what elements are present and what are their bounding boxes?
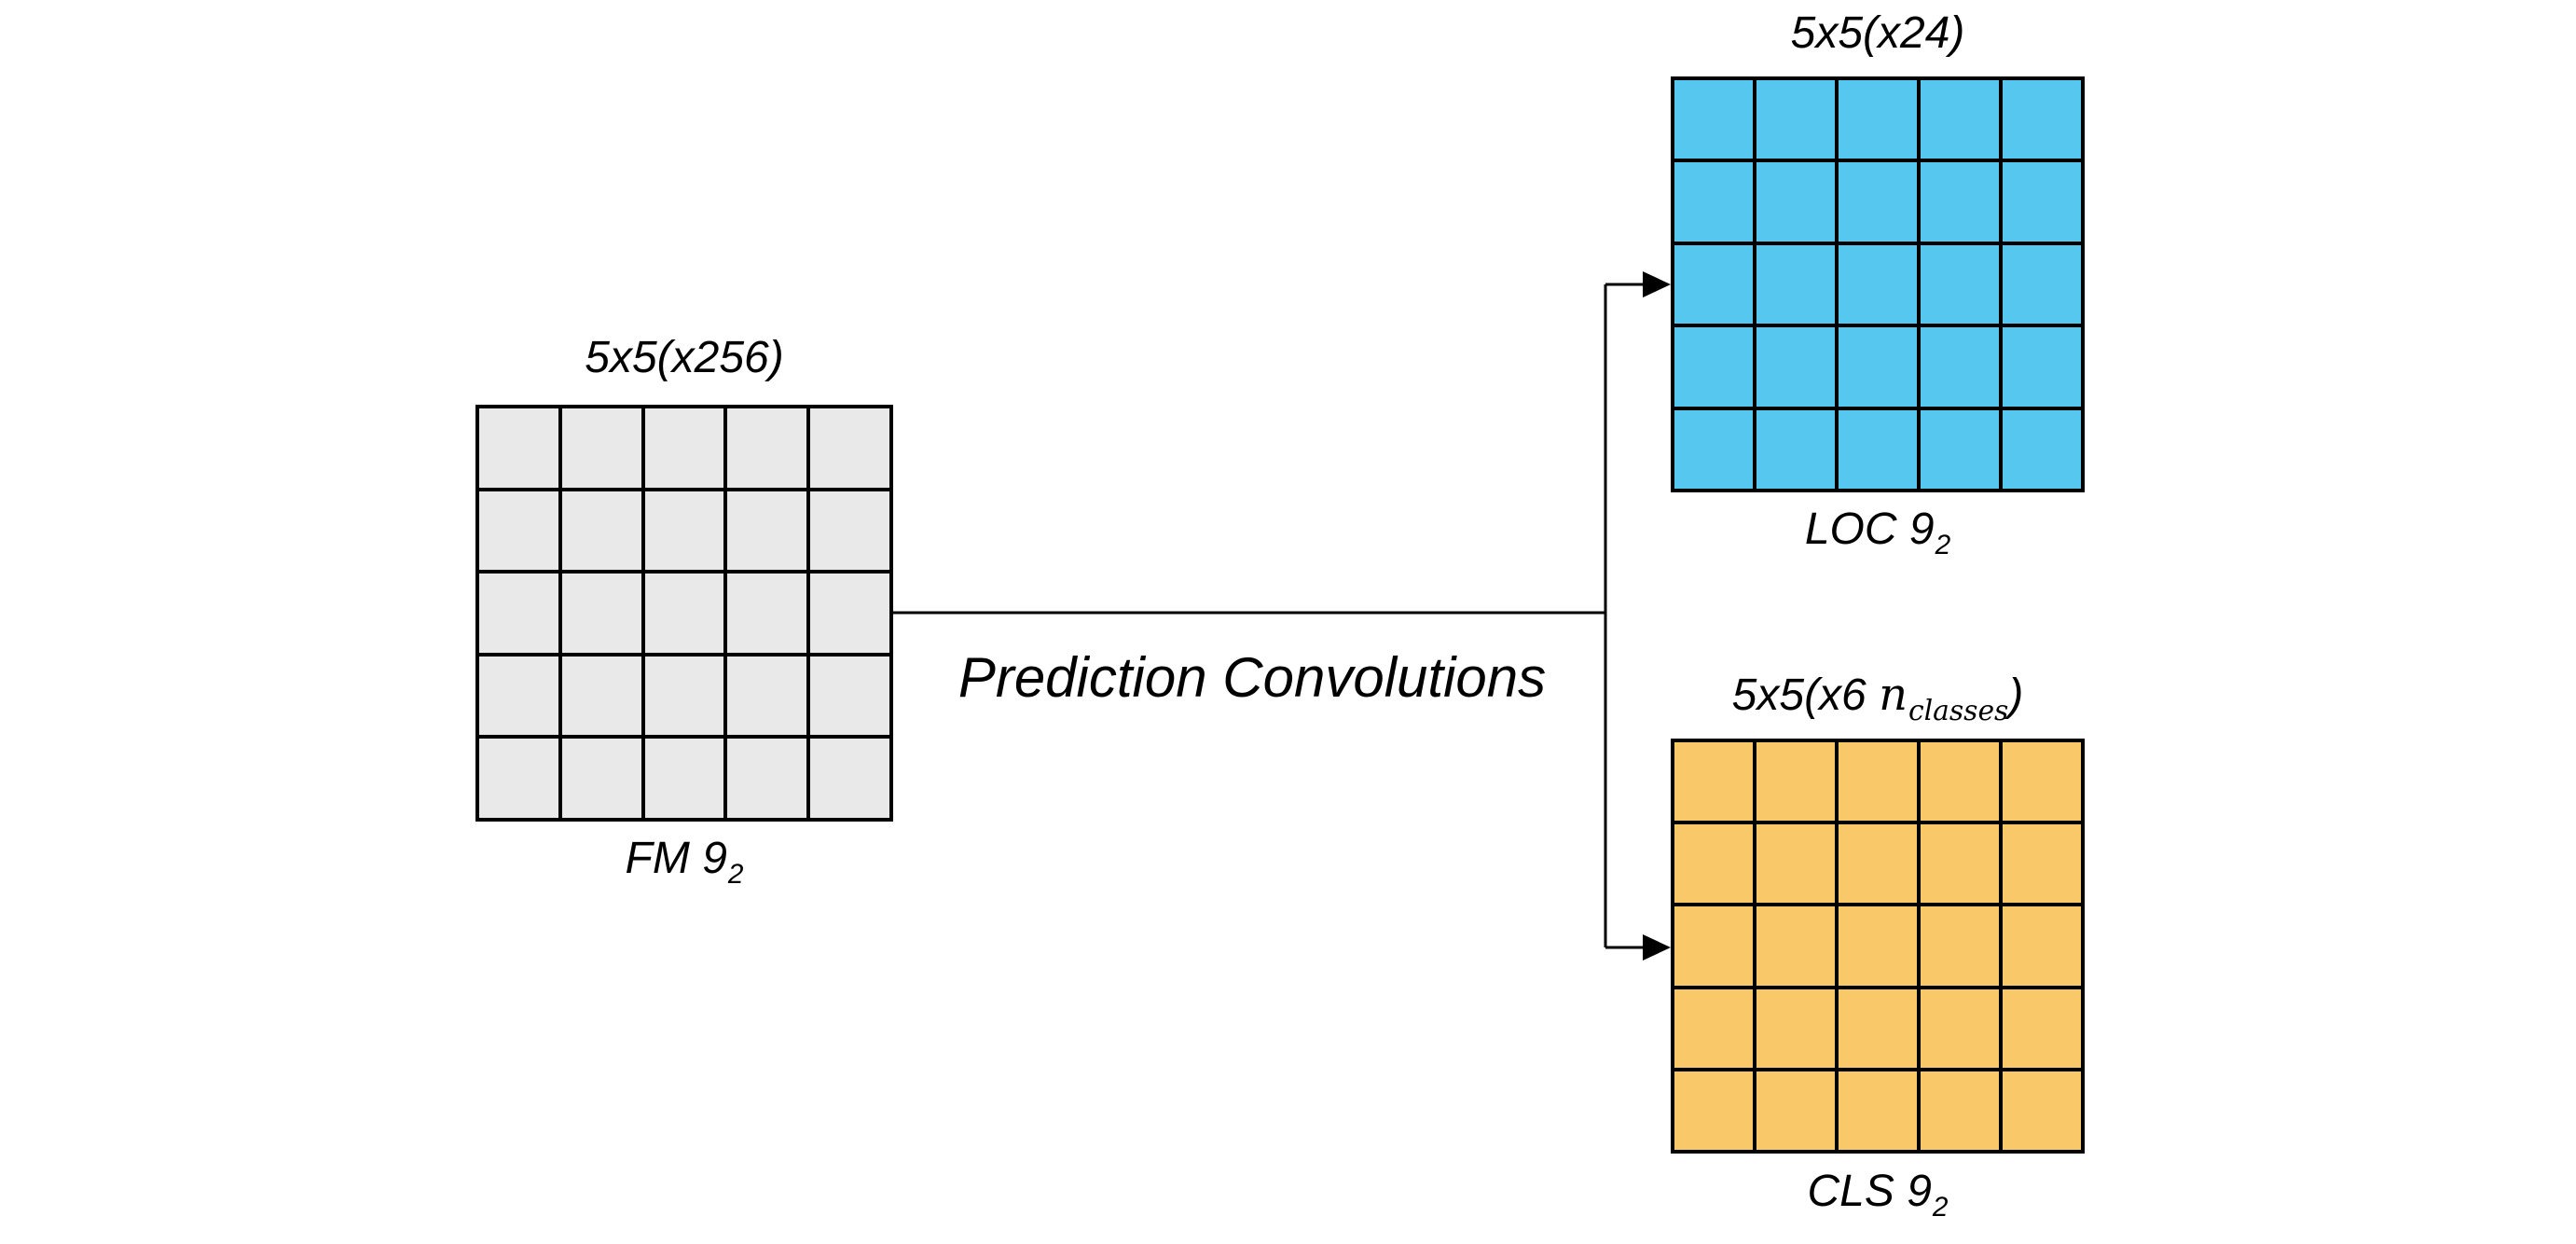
- grid-cell: [1756, 409, 1835, 489]
- cls-top-label-prefix: 5x5(x6: [1731, 670, 1880, 720]
- grid-cell: [1921, 988, 1999, 1068]
- grid-cell: [1674, 162, 1753, 242]
- grid-cell: [1839, 162, 1917, 242]
- grid-cell: [2003, 824, 2081, 904]
- grid-cell: [1921, 80, 1999, 159]
- grid-cell: [1674, 906, 1753, 986]
- grid-cell: [1921, 327, 1999, 407]
- grid-cell: [1674, 1071, 1753, 1150]
- grid-cell: [1839, 327, 1917, 407]
- grid-cell: [479, 574, 558, 653]
- cls-name-subscript: 2: [1932, 1192, 1949, 1223]
- grid-cell: [644, 739, 724, 818]
- loc-grid-top-label: 5x5(x24): [1790, 8, 1965, 58]
- grid-cell: [1756, 988, 1835, 1068]
- grid-cell: [1839, 824, 1917, 904]
- grid-cell: [561, 739, 641, 818]
- cls-grid-top-label: 5x5(x6 nclasses): [1671, 669, 2085, 727]
- cls-top-label-var: n: [1879, 669, 1908, 721]
- cls-grid: [1671, 739, 2085, 1154]
- grid-cell: [2003, 1071, 2081, 1150]
- grid-cell: [644, 408, 724, 488]
- grid-cell: [1921, 1071, 1999, 1150]
- grid-cell: [1756, 80, 1835, 159]
- loc-name-text: LOC 9: [1804, 505, 1935, 554]
- grid-cell: [1839, 742, 1917, 822]
- grid-cell: [727, 739, 807, 818]
- grid-cell: [727, 408, 807, 488]
- loc-grid: [1671, 76, 2085, 492]
- grid-cell: [561, 408, 641, 488]
- fm-grid-bottom-label: FM 92: [475, 833, 893, 890]
- grid-cell: [2003, 409, 2081, 489]
- grid-cell: [810, 408, 889, 488]
- grid-cell: [1921, 244, 1999, 325]
- grid-cell: [1839, 80, 1917, 159]
- grid-cell: [1921, 409, 1999, 489]
- grid-cell: [479, 408, 558, 488]
- grid-cell: [1839, 988, 1917, 1068]
- cls-grid-bottom-label: CLS 92: [1671, 1166, 2085, 1223]
- loc-grid-bottom-label: LOC 92: [1671, 504, 2085, 560]
- prediction-convolutions-label: Prediction Convolutions: [957, 646, 1547, 709]
- grid-cell: [1756, 244, 1835, 325]
- grid-cell: [2003, 988, 2081, 1068]
- grid-cell: [727, 574, 807, 653]
- grid-cell: [1839, 409, 1917, 489]
- cls-name-text: CLS 9: [1807, 1167, 1932, 1216]
- grid-cell: [561, 574, 641, 653]
- grid-cell: [561, 491, 641, 571]
- cls-top-label-var-subscript: classes: [1908, 695, 2009, 728]
- grid-cell: [1674, 742, 1753, 822]
- grid-cell: [479, 491, 558, 571]
- fm-name-subscript: 2: [727, 859, 744, 891]
- grid-cell: [1674, 988, 1753, 1068]
- grid-cell: [1756, 824, 1835, 904]
- arrowhead-to-loc-icon: [1643, 271, 1671, 297]
- grid-cell: [810, 491, 889, 571]
- grid-cell: [2003, 906, 2081, 986]
- grid-cell: [1674, 244, 1753, 325]
- grid-cell: [644, 574, 724, 653]
- grid-cell: [2003, 327, 2081, 407]
- arrowhead-to-cls-icon: [1643, 934, 1671, 961]
- cls-top-label-suffix: ): [2008, 670, 2024, 720]
- grid-cell: [810, 656, 889, 736]
- fm-grid: [475, 405, 893, 822]
- grid-cell: [479, 656, 558, 736]
- grid-cell: [1839, 906, 1917, 986]
- grid-cell: [1921, 906, 1999, 986]
- grid-cell: [2003, 162, 2081, 242]
- grid-cell: [1756, 327, 1835, 407]
- grid-cell: [1756, 1071, 1835, 1150]
- grid-cell: [644, 656, 724, 736]
- grid-cell: [1839, 244, 1917, 325]
- grid-cell: [1921, 824, 1999, 904]
- grid-cell: [561, 656, 641, 736]
- grid-cell: [727, 656, 807, 736]
- grid-cell: [1921, 162, 1999, 242]
- grid-cell: [1674, 409, 1753, 489]
- grid-cell: [1674, 80, 1753, 159]
- loc-name-subscript: 2: [1935, 530, 1951, 561]
- grid-cell: [2003, 742, 2081, 822]
- grid-cell: [1921, 742, 1999, 822]
- grid-cell: [479, 739, 558, 818]
- grid-cell: [1674, 824, 1753, 904]
- fm-name-text: FM 9: [625, 834, 727, 883]
- fm-grid-top-label: 5x5(x256): [585, 333, 784, 382]
- grid-cell: [1674, 327, 1753, 407]
- grid-cell: [810, 574, 889, 653]
- grid-cell: [2003, 80, 2081, 159]
- grid-cell: [1756, 742, 1835, 822]
- grid-cell: [1756, 906, 1835, 986]
- grid-cell: [644, 491, 724, 571]
- grid-cell: [1839, 1071, 1917, 1150]
- grid-cell: [2003, 244, 2081, 325]
- grid-cell: [1756, 162, 1835, 242]
- grid-cell: [727, 491, 807, 571]
- grid-cell: [810, 739, 889, 818]
